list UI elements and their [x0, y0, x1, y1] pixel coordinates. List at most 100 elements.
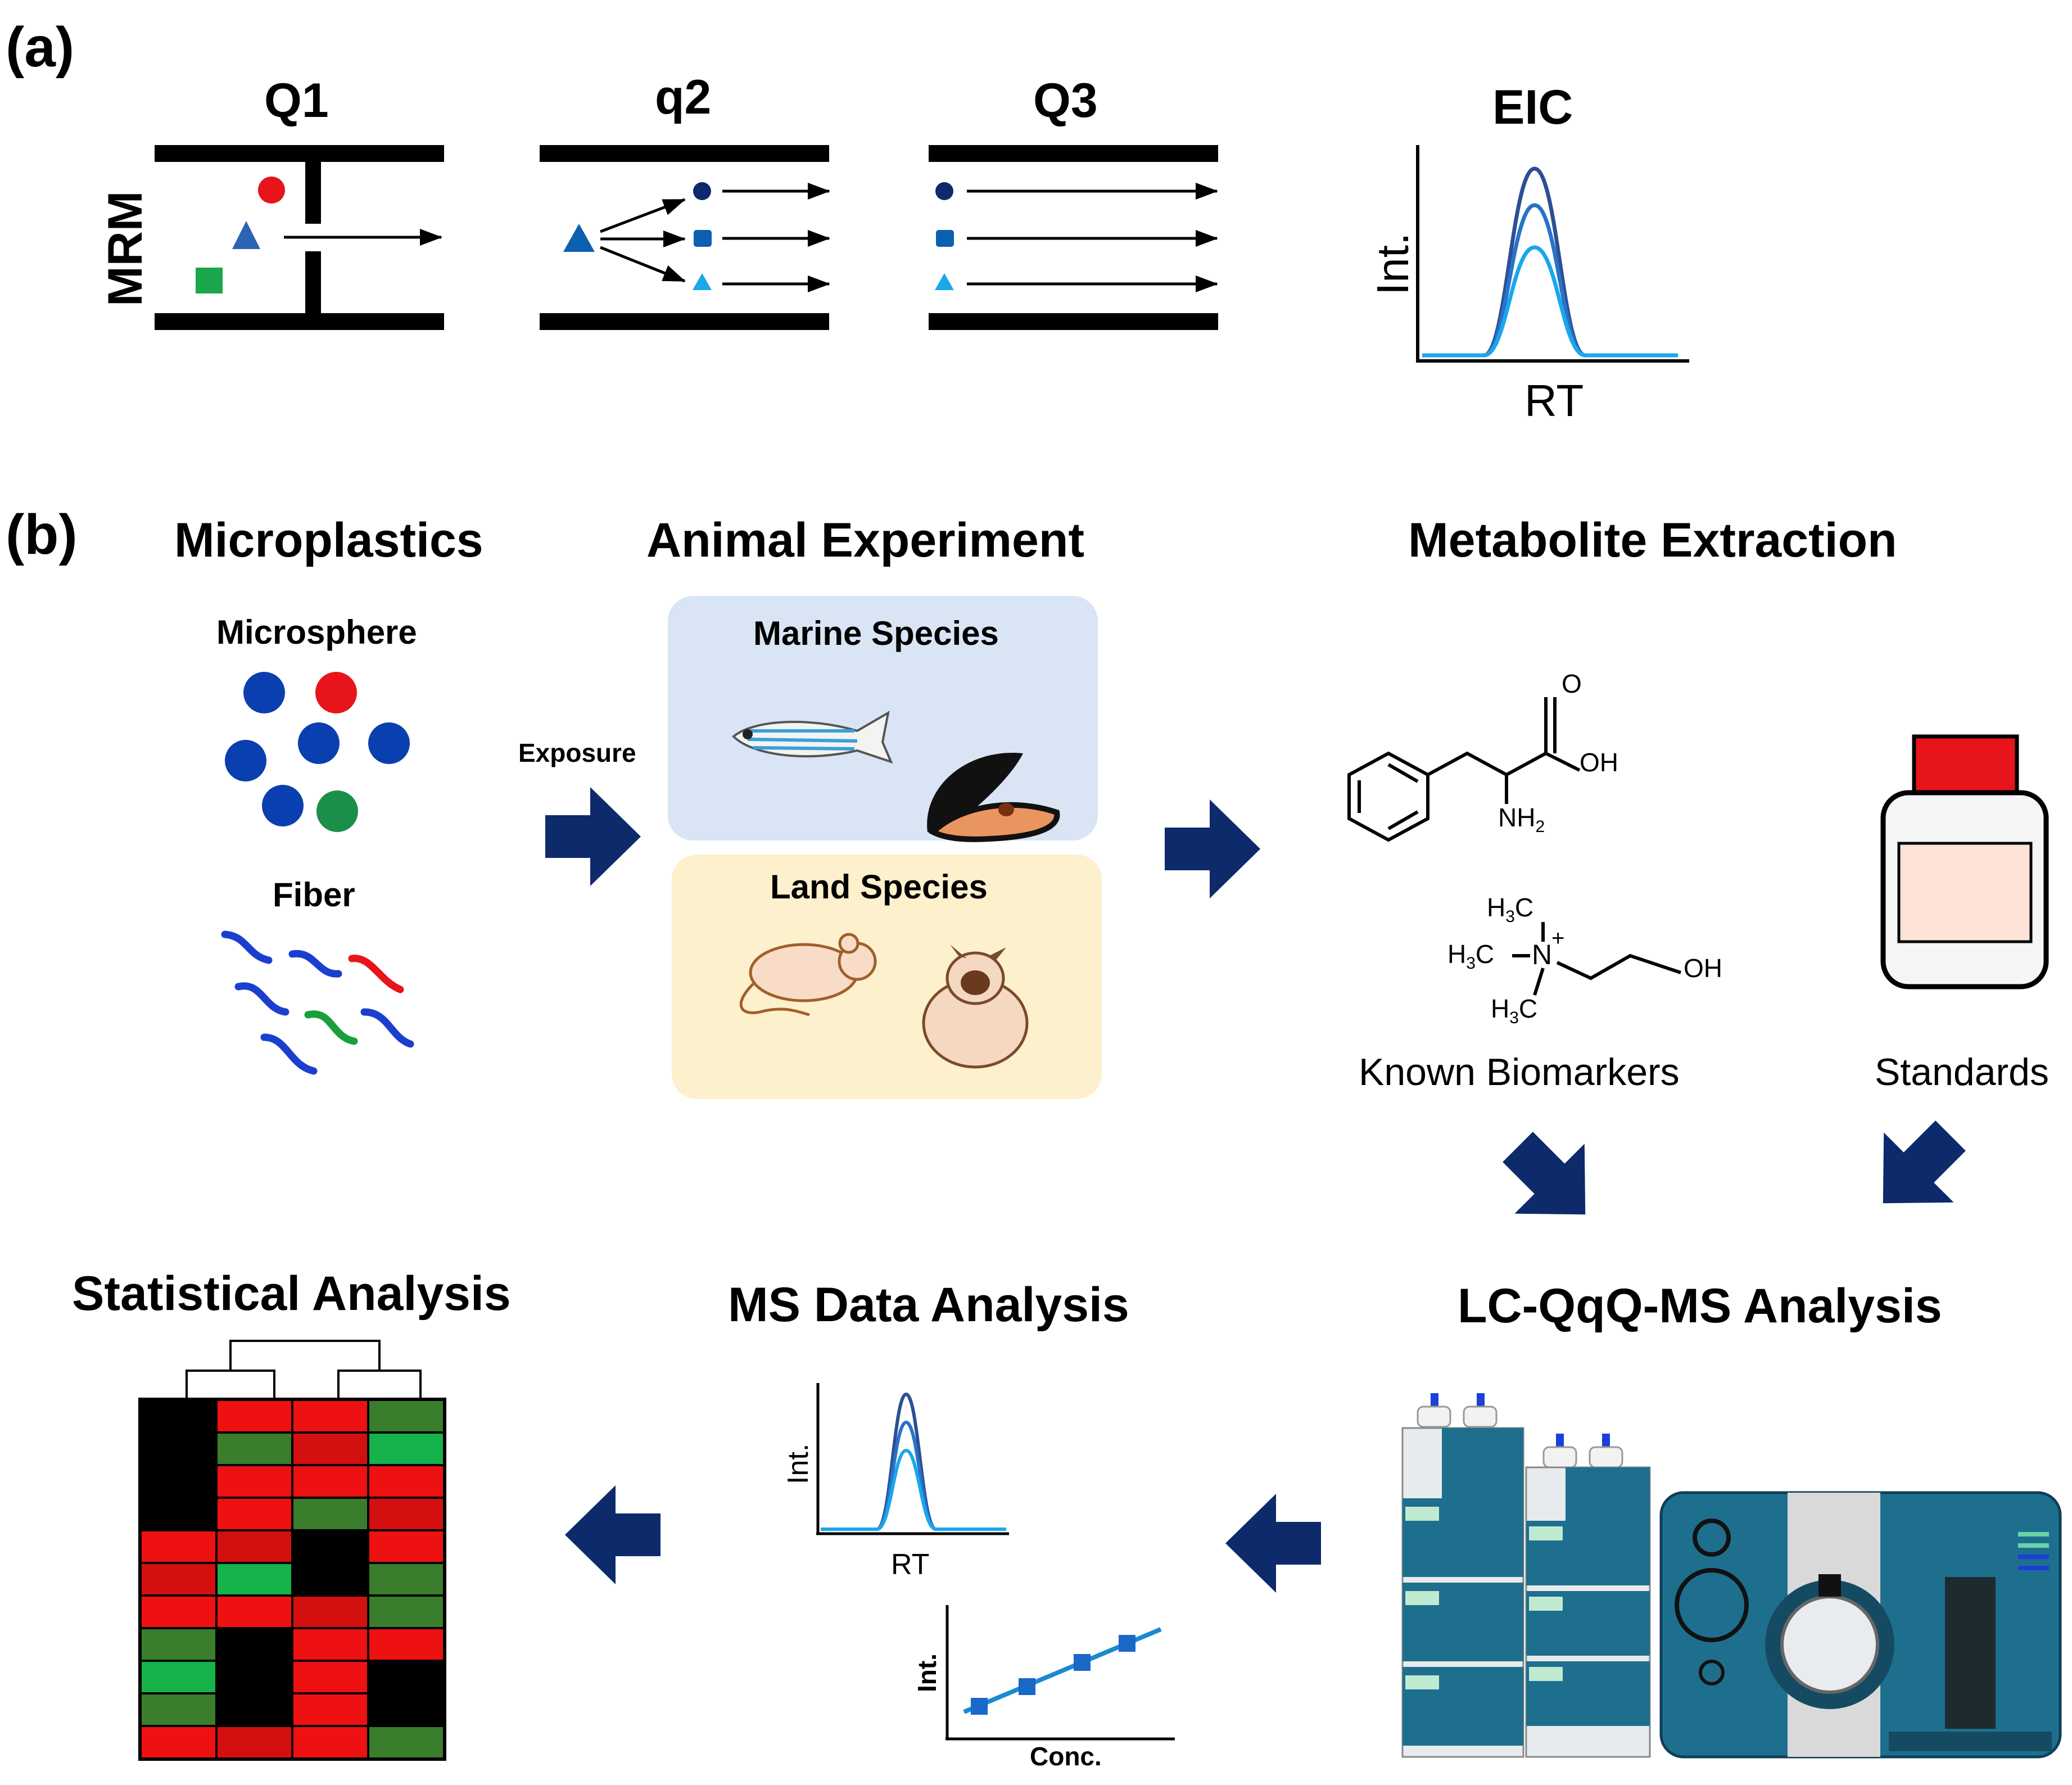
marine-species-label: Marine Species [753, 614, 999, 652]
q2-collision-cell [540, 145, 830, 330]
svg-text:OH: OH [1684, 953, 1722, 983]
exposure-arrow [545, 787, 641, 886]
heatmap-cell [291, 1464, 369, 1499]
heatmap-cell [139, 1594, 218, 1629]
land-species-box: Land Species [672, 855, 1102, 1099]
eic-peak-mid [1422, 203, 1678, 358]
q1-quadrupole [155, 145, 444, 330]
heatmap-cell [367, 1431, 445, 1466]
blue-triangle-ion-icon [232, 221, 260, 249]
stats-dendrogram [186, 1340, 422, 1400]
heatmap-cell [367, 1594, 445, 1629]
lc-stack-left [1401, 1393, 1524, 1758]
mussel-icon [927, 753, 1060, 842]
fibers [221, 930, 414, 1075]
panel-a-label: (a) [6, 16, 74, 79]
eic-title: EIC [1492, 80, 1573, 134]
svg-text:H3C: H3C [1491, 994, 1537, 1027]
fish-icon [732, 711, 893, 764]
heatmap-cell [139, 1497, 218, 1531]
heatmap-cell [291, 1660, 369, 1694]
heatmap-cell [215, 1562, 293, 1597]
heatmap-cell [215, 1627, 293, 1662]
heatmap-cell [139, 1562, 218, 1597]
heatmap-cell [139, 1464, 218, 1499]
heatmap-cell [367, 1529, 445, 1564]
eic-peak-light [1422, 245, 1678, 358]
standards-label: Standards [1875, 1051, 2049, 1093]
heatmap-cell [367, 1464, 445, 1499]
animal-title: Animal Experiment [646, 513, 1084, 567]
lcms-to-msdata-arrow [1225, 1494, 1321, 1593]
heatmap-cell [367, 1497, 445, 1531]
heatmap-cell [291, 1399, 369, 1434]
heatmap-cell [215, 1399, 293, 1434]
heatmap-cell [215, 1464, 293, 1499]
choline-structure: H3C H3C H3C N + OH [1447, 893, 1722, 1027]
msdata-eic-ylabel: Int. [782, 1444, 815, 1484]
heatmap-cell [367, 1692, 445, 1727]
mouse-icon [739, 933, 877, 1016]
heatmap-cell [139, 1725, 218, 1760]
eic-xlabel: RT [1524, 376, 1584, 426]
msdata-eic-xlabel: RT [891, 1548, 929, 1581]
svg-text:H3C: H3C [1487, 893, 1533, 926]
panel-b-label: (b) [6, 503, 78, 566]
exposure-label: Exposure [518, 738, 636, 767]
extraction-title: Metabolite Extraction [1408, 513, 1897, 567]
svg-text:+: + [1551, 926, 1564, 951]
q1-label: Q1 [264, 74, 329, 128]
cal-xlabel: Conc. [1030, 1742, 1102, 1771]
heatmap-cell [215, 1692, 293, 1727]
heatmap-cell [367, 1725, 445, 1760]
heatmap-cell [367, 1627, 445, 1662]
svg-text:N: N [1532, 939, 1552, 970]
lc-stack-right [1525, 1434, 1651, 1758]
heatmap-cell [139, 1399, 218, 1434]
q3-quadrupole [929, 145, 1218, 330]
heatmap-cell [367, 1660, 445, 1694]
heatmap-cell [215, 1660, 293, 1694]
cal-ylabel: Int. [912, 1653, 942, 1692]
fiber-label: Fiber [273, 876, 355, 914]
microspheres [225, 672, 410, 832]
msdata-title: MS Data Analysis [728, 1278, 1129, 1332]
marine-species-box: Marine Species [668, 596, 1098, 842]
q3-label: Q3 [1033, 74, 1098, 128]
heatmap-cell [291, 1529, 369, 1564]
biomarkers-label: Known Biomarkers [1359, 1051, 1680, 1093]
heatmap-cell [291, 1725, 369, 1760]
chem-o: O [1562, 669, 1582, 698]
microplastics-title: Microplastics [174, 513, 483, 567]
chem-nh2: NH2 [1498, 803, 1545, 836]
eic-chart: Int. RT [1368, 145, 1689, 426]
stats-title: Statistical Analysis [72, 1267, 511, 1321]
land-species-label: Land Species [770, 868, 988, 906]
standards-bottle-icon [1880, 734, 2049, 989]
microsphere-label: Microsphere [216, 613, 417, 651]
svg-text:H3C: H3C [1447, 939, 1494, 973]
q2-label: q2 [655, 70, 711, 124]
heatmap-cell [139, 1692, 218, 1727]
heatmap-cell [215, 1529, 293, 1564]
panel-a: (a) MRM Q1 q2 [6, 16, 1689, 426]
msdata-eic-chart: Int. RT [782, 1383, 1009, 1581]
heatmap-cell [215, 1594, 293, 1629]
rabbit-icon [922, 945, 1029, 1069]
heatmap-cell [215, 1725, 293, 1760]
heatmap-cell [215, 1431, 293, 1466]
chem-oh-1: OH [1580, 748, 1618, 777]
mrm-label: MRM [98, 191, 152, 306]
heatmap-cell [139, 1627, 218, 1662]
heatmap-cell [291, 1497, 369, 1531]
green-square-ion-icon [196, 268, 223, 293]
eic-peak-dark [1422, 166, 1678, 358]
heatmap-cell [215, 1497, 293, 1531]
heatmap-cell [291, 1627, 369, 1662]
eic-ylabel: Int. [1368, 233, 1418, 295]
heatmap-cell [291, 1692, 369, 1727]
red-ion-icon [258, 177, 285, 204]
panel-b: (b) Microplastics Microsphere Fiber Expo… [6, 503, 2062, 1771]
phenylalanine-structure [1347, 697, 1581, 842]
